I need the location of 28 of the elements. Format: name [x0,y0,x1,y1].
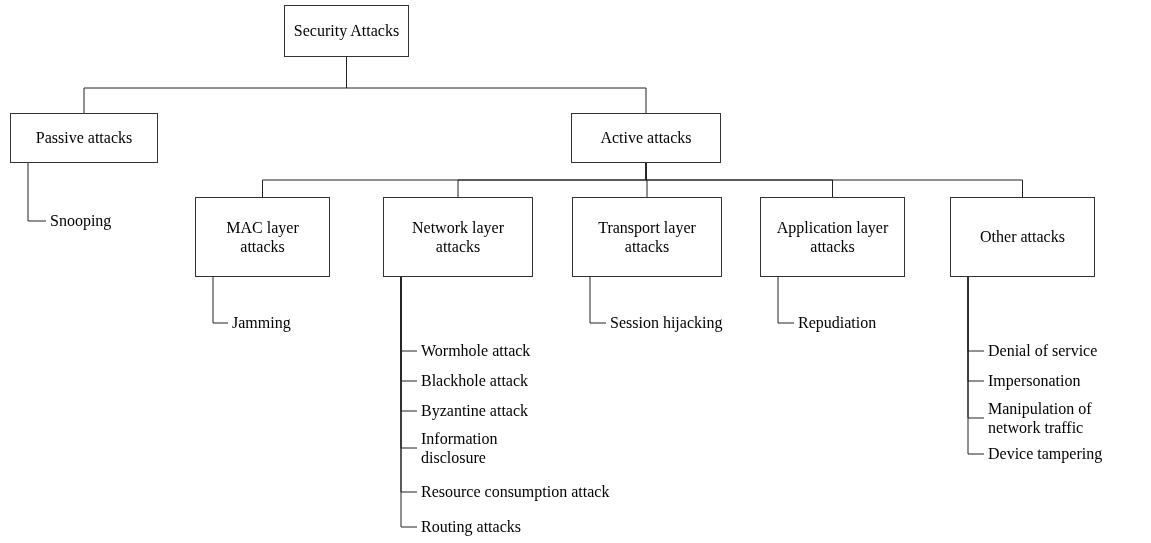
leaf-label: Device tampering [988,443,1143,465]
category-box: Other attacks [950,197,1095,277]
category-box: Application layer attacks [760,197,905,277]
leaf-label: Denial of service [988,340,1143,362]
connector-line [589,276,607,324]
connector-line [27,162,47,222]
leaf-label: Wormhole attack [421,340,571,362]
leaf-label: Manipulation of network traffic [988,398,1118,438]
category-box: Transport layer attacks [572,197,722,277]
category-box: MAC layer attacks [195,197,330,277]
connector-line [777,276,795,324]
leaf-label: Resource consumption attack [421,472,611,512]
connector-line [967,276,985,455]
leaf-label: Blackhole attack [421,370,571,392]
leaf-label: Impersonation [988,370,1143,392]
connector-line [645,162,1023,198]
leaf-label: Repudiation [798,312,908,334]
category-box: Active attacks [571,113,721,163]
leaf-label: Byzantine attack [421,400,571,422]
connector-line [212,276,229,324]
category-box: Passive attacks [10,113,158,163]
leaf-label: Information disclosure [421,428,531,468]
leaf-label: Snooping [50,210,150,232]
category-box: Security Attacks [284,5,409,57]
leaf-label: Jamming [232,312,332,334]
leaf-label: Routing attacks [421,516,571,538]
category-box: Network layer attacks [383,197,533,277]
leaf-label: Session hijacking [610,312,760,334]
